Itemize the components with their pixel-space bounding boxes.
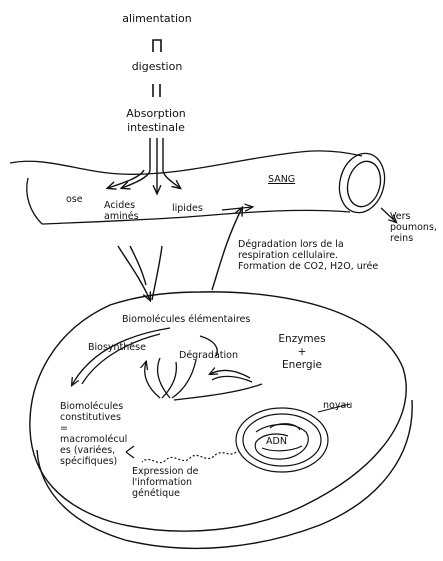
noyau-pointer bbox=[317, 403, 351, 413]
label-constitutives-line4: macromolécul bbox=[60, 434, 128, 445]
label-enzymes: Enzymes bbox=[278, 333, 326, 345]
label-absorption-line2: intestinale bbox=[127, 121, 185, 134]
label-vers-line1: Vers bbox=[390, 211, 411, 222]
label-biomolecules-elementaires: Biomolécules élémentaires bbox=[122, 314, 251, 325]
label-acides-line1: Acides bbox=[104, 200, 136, 211]
label-constitutives-line6: spécifiques) bbox=[60, 456, 118, 467]
label-degradation-line1: Dégradation lors de la bbox=[238, 239, 344, 250]
degradation-return-arrow bbox=[211, 208, 242, 291]
label-lipides: lipides bbox=[172, 203, 203, 214]
label-noyau: noyau bbox=[323, 400, 353, 411]
label-ose: ose bbox=[66, 194, 83, 205]
label-degradation: Dégradation bbox=[179, 350, 238, 361]
blood-vessel bbox=[9, 150, 386, 225]
label-alimentation: alimentation bbox=[122, 12, 192, 25]
expression-arrow bbox=[125, 445, 237, 464]
absorption-arrow bbox=[152, 84, 161, 97]
label-vers-line2: poumons, bbox=[390, 222, 437, 233]
label-plus: + bbox=[297, 346, 307, 358]
label-constitutives-line5: es (variées, bbox=[60, 445, 116, 456]
label-adn: ADN bbox=[266, 436, 287, 447]
digestion-arrow bbox=[152, 39, 162, 52]
biosynthesis-arrow bbox=[72, 327, 171, 385]
cell-membrane bbox=[29, 291, 413, 550]
label-constitutives-line1: Biomolécules bbox=[60, 401, 124, 412]
nucleus bbox=[235, 407, 329, 473]
label-expression-line2: l'information bbox=[132, 477, 193, 488]
label-acides-line2: aminés bbox=[104, 211, 139, 222]
label-energie: Energie bbox=[282, 359, 322, 371]
to-lungs-arrow bbox=[380, 207, 396, 222]
label-absorption-line1: Absorption bbox=[126, 107, 186, 120]
label-degradation-line3: Formation de CO2, H2O, urée bbox=[238, 261, 379, 272]
vessel-flow-arrow bbox=[221, 207, 252, 210]
label-sang: SANG bbox=[268, 174, 296, 185]
label-vers-line3: reins bbox=[390, 233, 414, 244]
vessel-to-cell-arrows bbox=[117, 245, 163, 300]
label-constitutives-line2: constitutives bbox=[60, 412, 121, 423]
label-expression-line3: génétique bbox=[132, 488, 181, 499]
label-expression-line1: Expression de bbox=[132, 466, 199, 477]
label-constitutives-line3: = bbox=[60, 423, 68, 434]
degradation-cycle-arrows bbox=[145, 335, 263, 401]
label-digestion: digestion bbox=[131, 60, 183, 73]
absorption-branches bbox=[108, 138, 180, 193]
label-degradation-line2: respiration cellulaire. bbox=[238, 250, 339, 261]
label-biosynthese: Biosynthèse bbox=[88, 342, 146, 353]
